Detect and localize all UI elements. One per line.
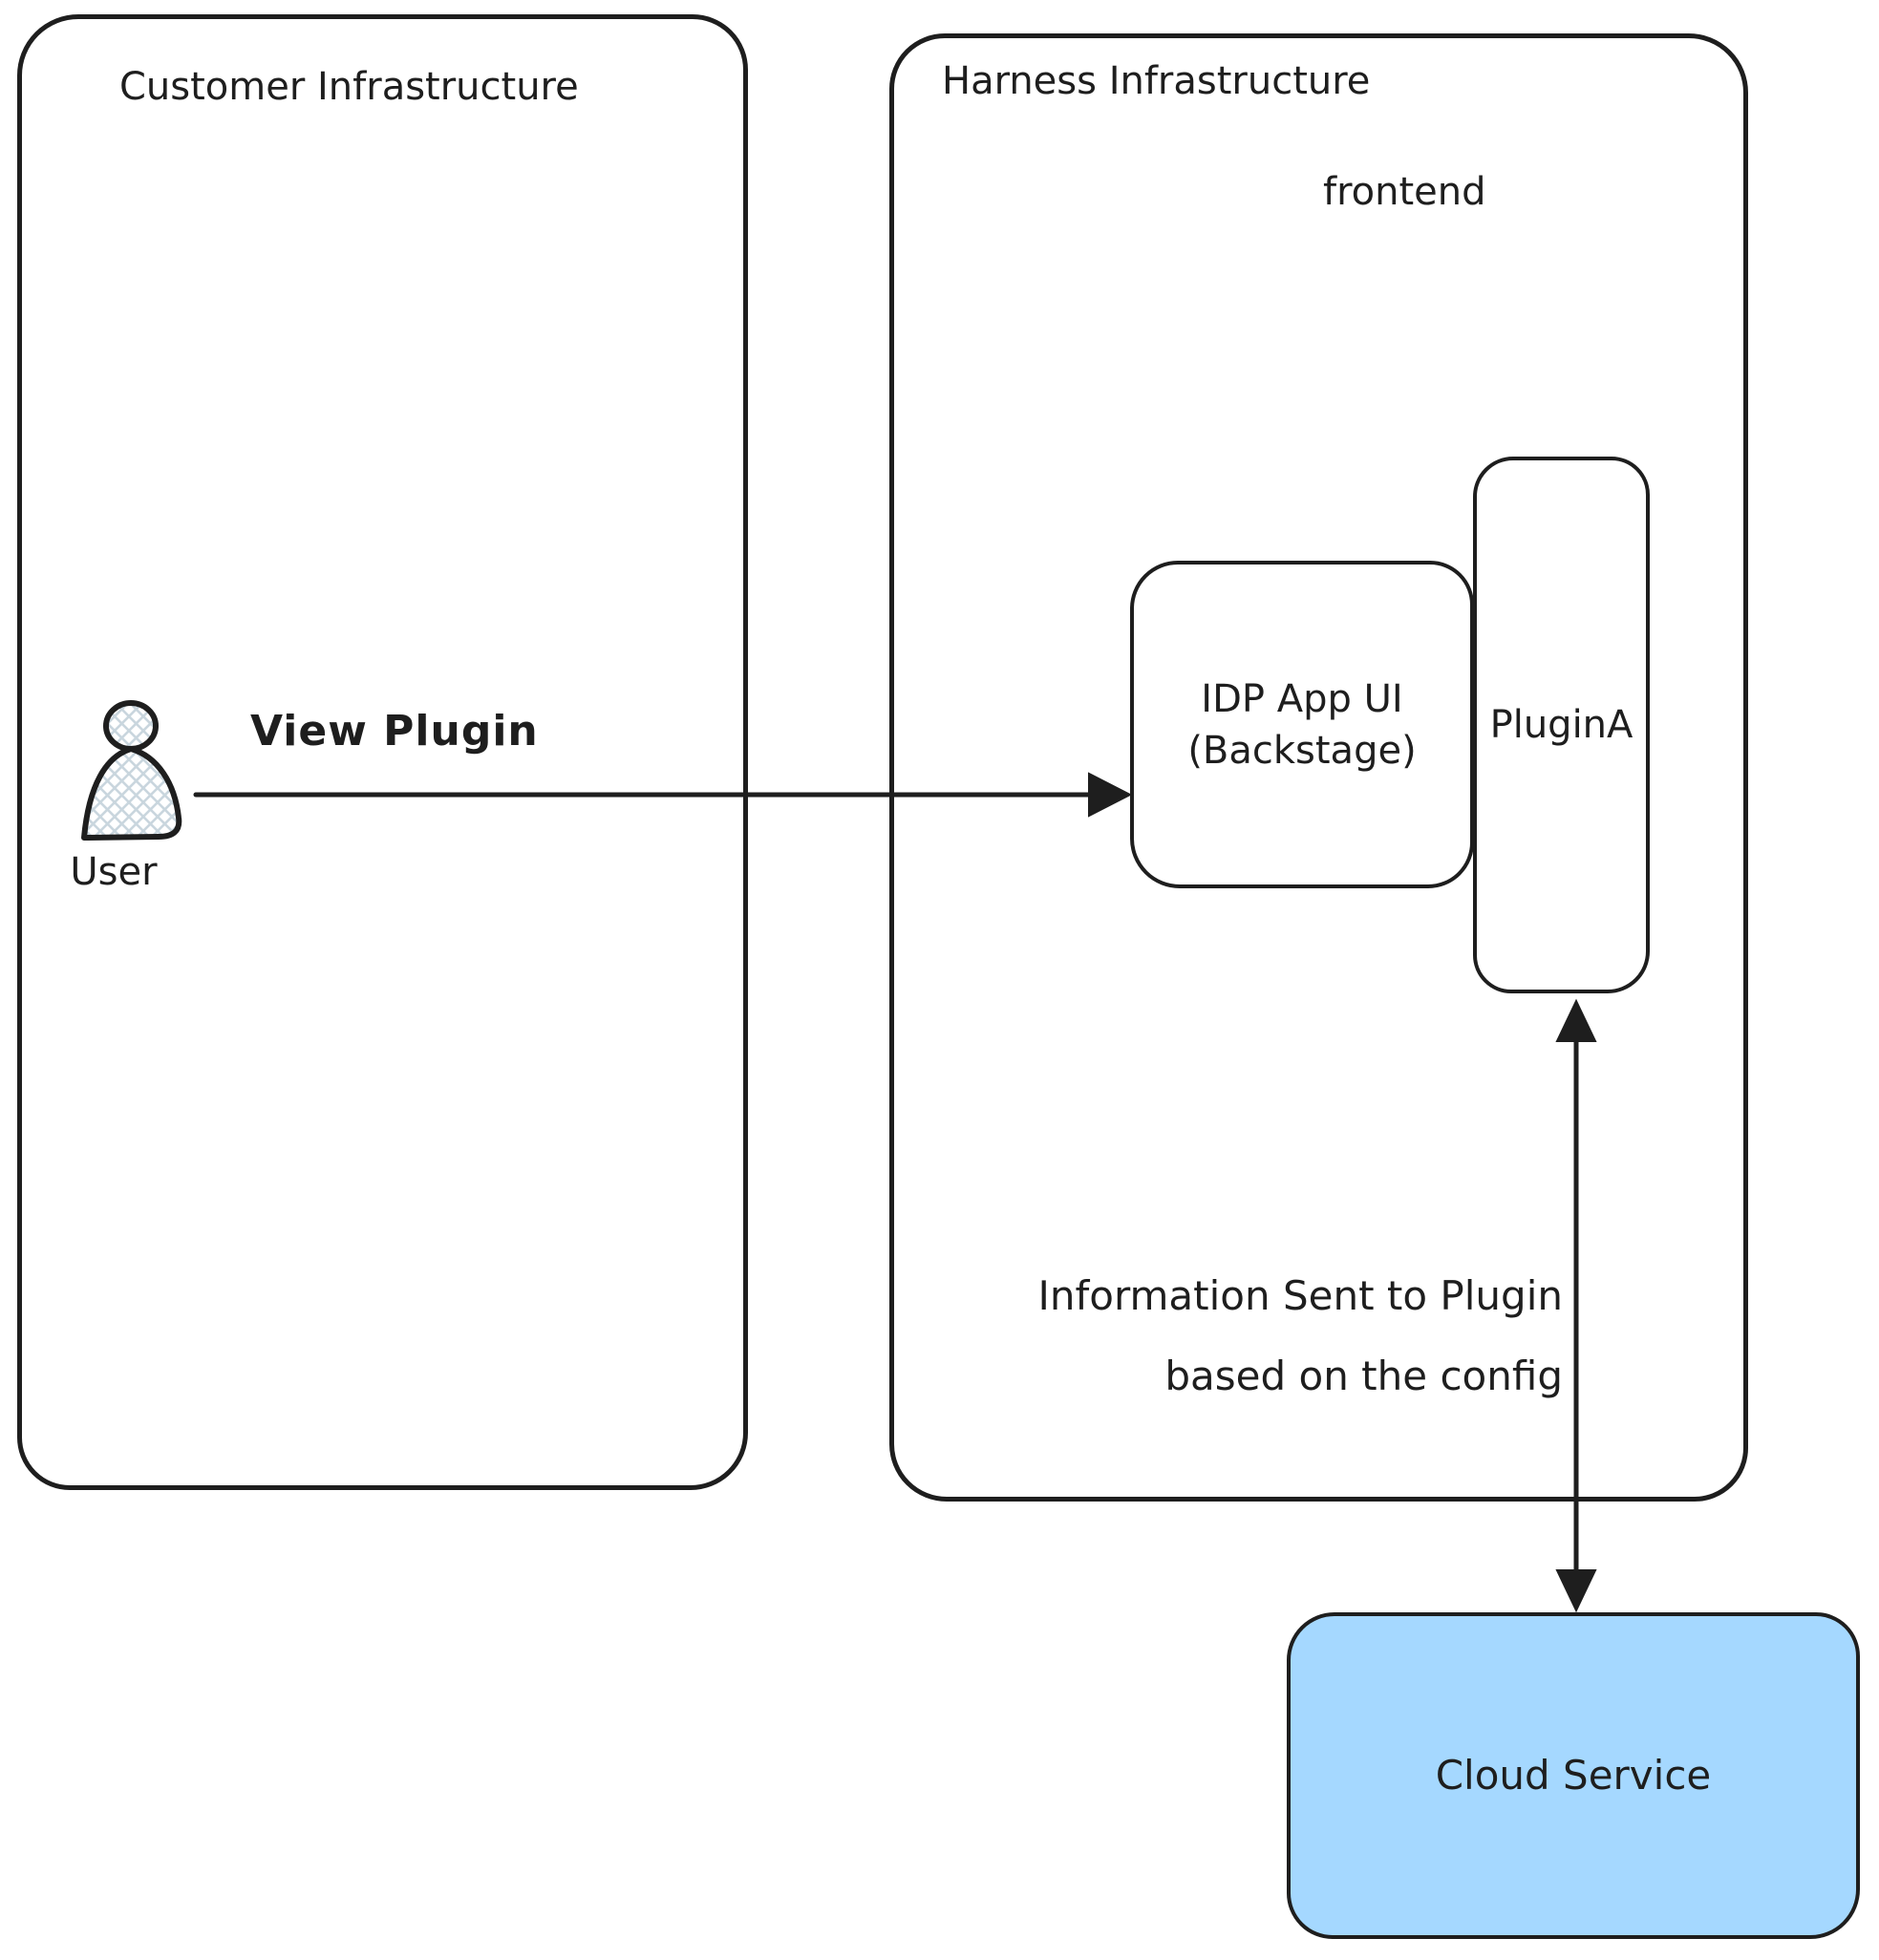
user-label: User bbox=[70, 850, 158, 894]
idp-app-ui-node: IDP App UI (Backstage) bbox=[1130, 561, 1474, 888]
cloud-service-label: Cloud Service bbox=[1435, 1752, 1712, 1799]
frontend-label: frontend bbox=[1323, 170, 1486, 214]
harness-infrastructure-box bbox=[889, 33, 1748, 1502]
info-sent-label-line1: Information Sent to Plugin bbox=[1037, 1272, 1564, 1319]
info-sent-label-line2: based on the config bbox=[1164, 1353, 1563, 1399]
idp-app-ui-label: IDP App UI (Backstage) bbox=[1187, 673, 1416, 777]
idp-app-ui-label-line1: IDP App UI bbox=[1201, 676, 1403, 721]
customer-infrastructure-box bbox=[17, 14, 748, 1490]
plugin-a-node: PluginA bbox=[1473, 457, 1650, 993]
view-plugin-edge-label: View Plugin bbox=[250, 707, 539, 756]
cloud-service-node: Cloud Service bbox=[1287, 1612, 1860, 1939]
harness-infrastructure-title: Harness Infrastructure bbox=[942, 59, 1371, 103]
idp-app-ui-label-line2: (Backstage) bbox=[1187, 728, 1417, 773]
customer-infrastructure-title: Customer Infrastructure bbox=[119, 65, 579, 109]
plugin-a-label: PluginA bbox=[1489, 703, 1633, 747]
